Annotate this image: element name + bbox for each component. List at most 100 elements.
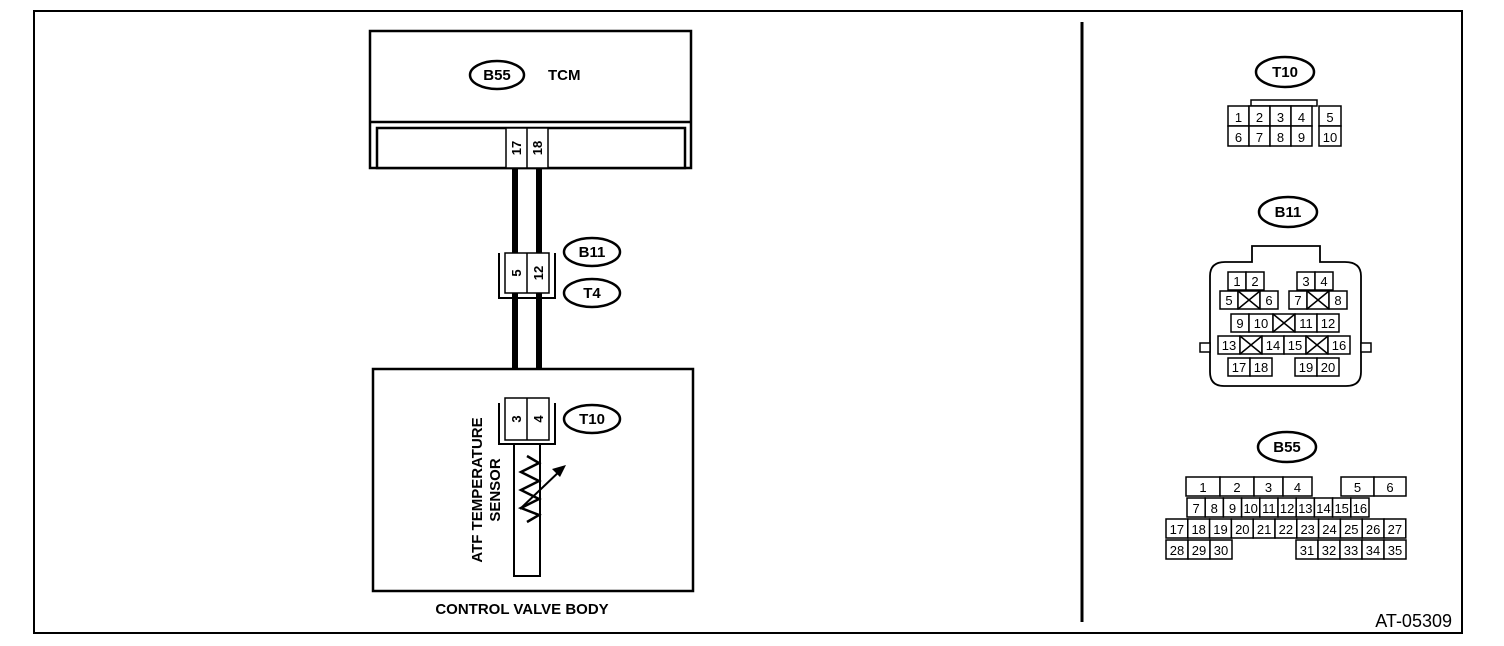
intermediate-pin: 12: [531, 266, 546, 280]
b11-pin-number: 8: [1334, 293, 1341, 308]
b11-blank-cross-icon: [1305, 335, 1329, 355]
b11-blank-cross-icon: [1272, 313, 1296, 333]
b55-pin-number: 10: [1243, 501, 1257, 516]
b11-cell: [1249, 357, 1273, 377]
t10-pin-number: 5: [1326, 110, 1333, 125]
b55-pin-number: 26: [1366, 522, 1380, 537]
b11-cell: [1314, 271, 1334, 291]
t10-cell: [1318, 125, 1342, 147]
b11-pin-number: 9: [1236, 316, 1243, 331]
tcm-connector-id: B55: [483, 67, 511, 84]
b11-pin-number: 13: [1222, 338, 1236, 353]
t10-pin-number: 6: [1235, 130, 1242, 145]
b11-pin-number: 10: [1254, 316, 1268, 331]
b11-pin-number: 18: [1254, 360, 1268, 375]
b55-cell: [1383, 518, 1407, 539]
b55-pin-number: 1: [1199, 480, 1206, 495]
b55-pin-number: 2: [1233, 480, 1240, 495]
b11-cell: [1316, 313, 1340, 333]
b55-pin-number: 31: [1300, 543, 1314, 558]
b55-pin-number: 30: [1214, 543, 1228, 558]
t10-cell: [1290, 125, 1313, 147]
t10-pin-number: 9: [1298, 130, 1305, 145]
b55-pin-number: 27: [1388, 522, 1402, 537]
t10-pin-number: 2: [1256, 110, 1263, 125]
figure-id: AT-05309: [1375, 611, 1452, 631]
b55-cell: [1282, 476, 1313, 497]
control-valve-body: 3 4 T10 ATF TEMPERATURE SENSOR: [371, 367, 695, 593]
thermistor-symbol: [517, 454, 542, 524]
tcm-connector-tag: [468, 59, 526, 91]
intermediate-connector: 5 12 B11 T4: [498, 236, 622, 309]
t10-pin-number: 4: [1298, 110, 1305, 125]
b55-pin-number: 20: [1235, 522, 1249, 537]
control-valve-body-label: CONTROL VALVE BODY: [435, 601, 608, 618]
b11-pin-number: 14: [1266, 338, 1280, 353]
b11-view-tag: B11: [1275, 204, 1302, 221]
b11-pin-number: 20: [1321, 360, 1335, 375]
b55-pin-number: 17: [1170, 522, 1184, 537]
b55-pin-number: 11: [1262, 501, 1276, 516]
sensor-pin: 3: [509, 415, 524, 422]
b11-cell: [1316, 357, 1340, 377]
b55-pin-number: 25: [1344, 522, 1358, 537]
b55-pin-number: 35: [1388, 543, 1402, 558]
b11-pin-number: 1: [1233, 274, 1240, 289]
variable-arrow: [519, 467, 564, 510]
b55-pin-number: 3: [1265, 480, 1272, 495]
b55-pin-number: 8: [1211, 501, 1218, 516]
b11-pin-number: 15: [1288, 338, 1302, 353]
b55-pin-number: 29: [1192, 543, 1206, 558]
sensor-pin: 4: [531, 415, 546, 423]
b55-pin-number: 16: [1353, 501, 1367, 516]
t10-pin-number: 7: [1256, 130, 1263, 145]
b55-pin-number: 14: [1316, 501, 1330, 516]
b55-pin-number: 23: [1300, 522, 1314, 537]
intermediate-pin: 5: [509, 269, 524, 276]
b55-cell: [1373, 476, 1407, 497]
b55-pin-number: 34: [1366, 543, 1380, 558]
arrow-head-icon: [552, 465, 566, 477]
t10-id: T10: [579, 411, 605, 428]
b11-pin-number: 3: [1302, 274, 1309, 289]
b11-blank-cross-icon: [1239, 335, 1263, 355]
b55-cell: [1383, 539, 1407, 560]
b11-blank-cross-icon: [1306, 290, 1330, 310]
b11-pin-number: 19: [1299, 360, 1313, 375]
b55-pin-number: 22: [1279, 522, 1293, 537]
t10-pin-number: 1: [1235, 110, 1242, 125]
tcm-name: TCM: [548, 67, 581, 84]
b55-pin-number: 32: [1322, 543, 1336, 558]
b11-tag: [562, 236, 622, 268]
b55-view-tag: B55: [1273, 439, 1301, 456]
b11-cell: [1327, 335, 1351, 355]
b55-pin-number: 24: [1322, 522, 1336, 537]
b55-pin-number: 19: [1213, 522, 1227, 537]
tcm-pin: 18: [530, 141, 545, 155]
b55-cell: [1209, 539, 1233, 560]
b55-pin-number: 33: [1344, 543, 1358, 558]
t4-id: T4: [583, 285, 601, 302]
t10-pin-number: 10: [1323, 130, 1337, 145]
b55-pin-number: 21: [1257, 522, 1271, 537]
b11-pin-number: 12: [1321, 316, 1335, 331]
b55-cell: [1350, 497, 1370, 518]
b55-pin-number: 9: [1229, 501, 1236, 516]
t10-view-tag: T10: [1272, 64, 1298, 81]
sensor-label-line1: ATF TEMPERATURE: [469, 417, 486, 562]
tcm-unit: B55 TCM 17 18: [368, 29, 693, 170]
b11-pin-number: 4: [1320, 274, 1327, 289]
tcm-pin: 17: [509, 141, 524, 155]
sensor-label-line2: SENSOR: [487, 458, 504, 522]
b55-pin-number: 4: [1294, 480, 1301, 495]
b11-blank-cross-icon: [1237, 290, 1261, 310]
b11-pin-number: 17: [1232, 360, 1246, 375]
b55-pin-number: 12: [1280, 501, 1294, 516]
b11-id: B11: [579, 244, 606, 261]
t4-tag: [562, 277, 622, 309]
b11-pin-number: 2: [1251, 274, 1258, 289]
b55-pin-number: 28: [1170, 543, 1184, 558]
